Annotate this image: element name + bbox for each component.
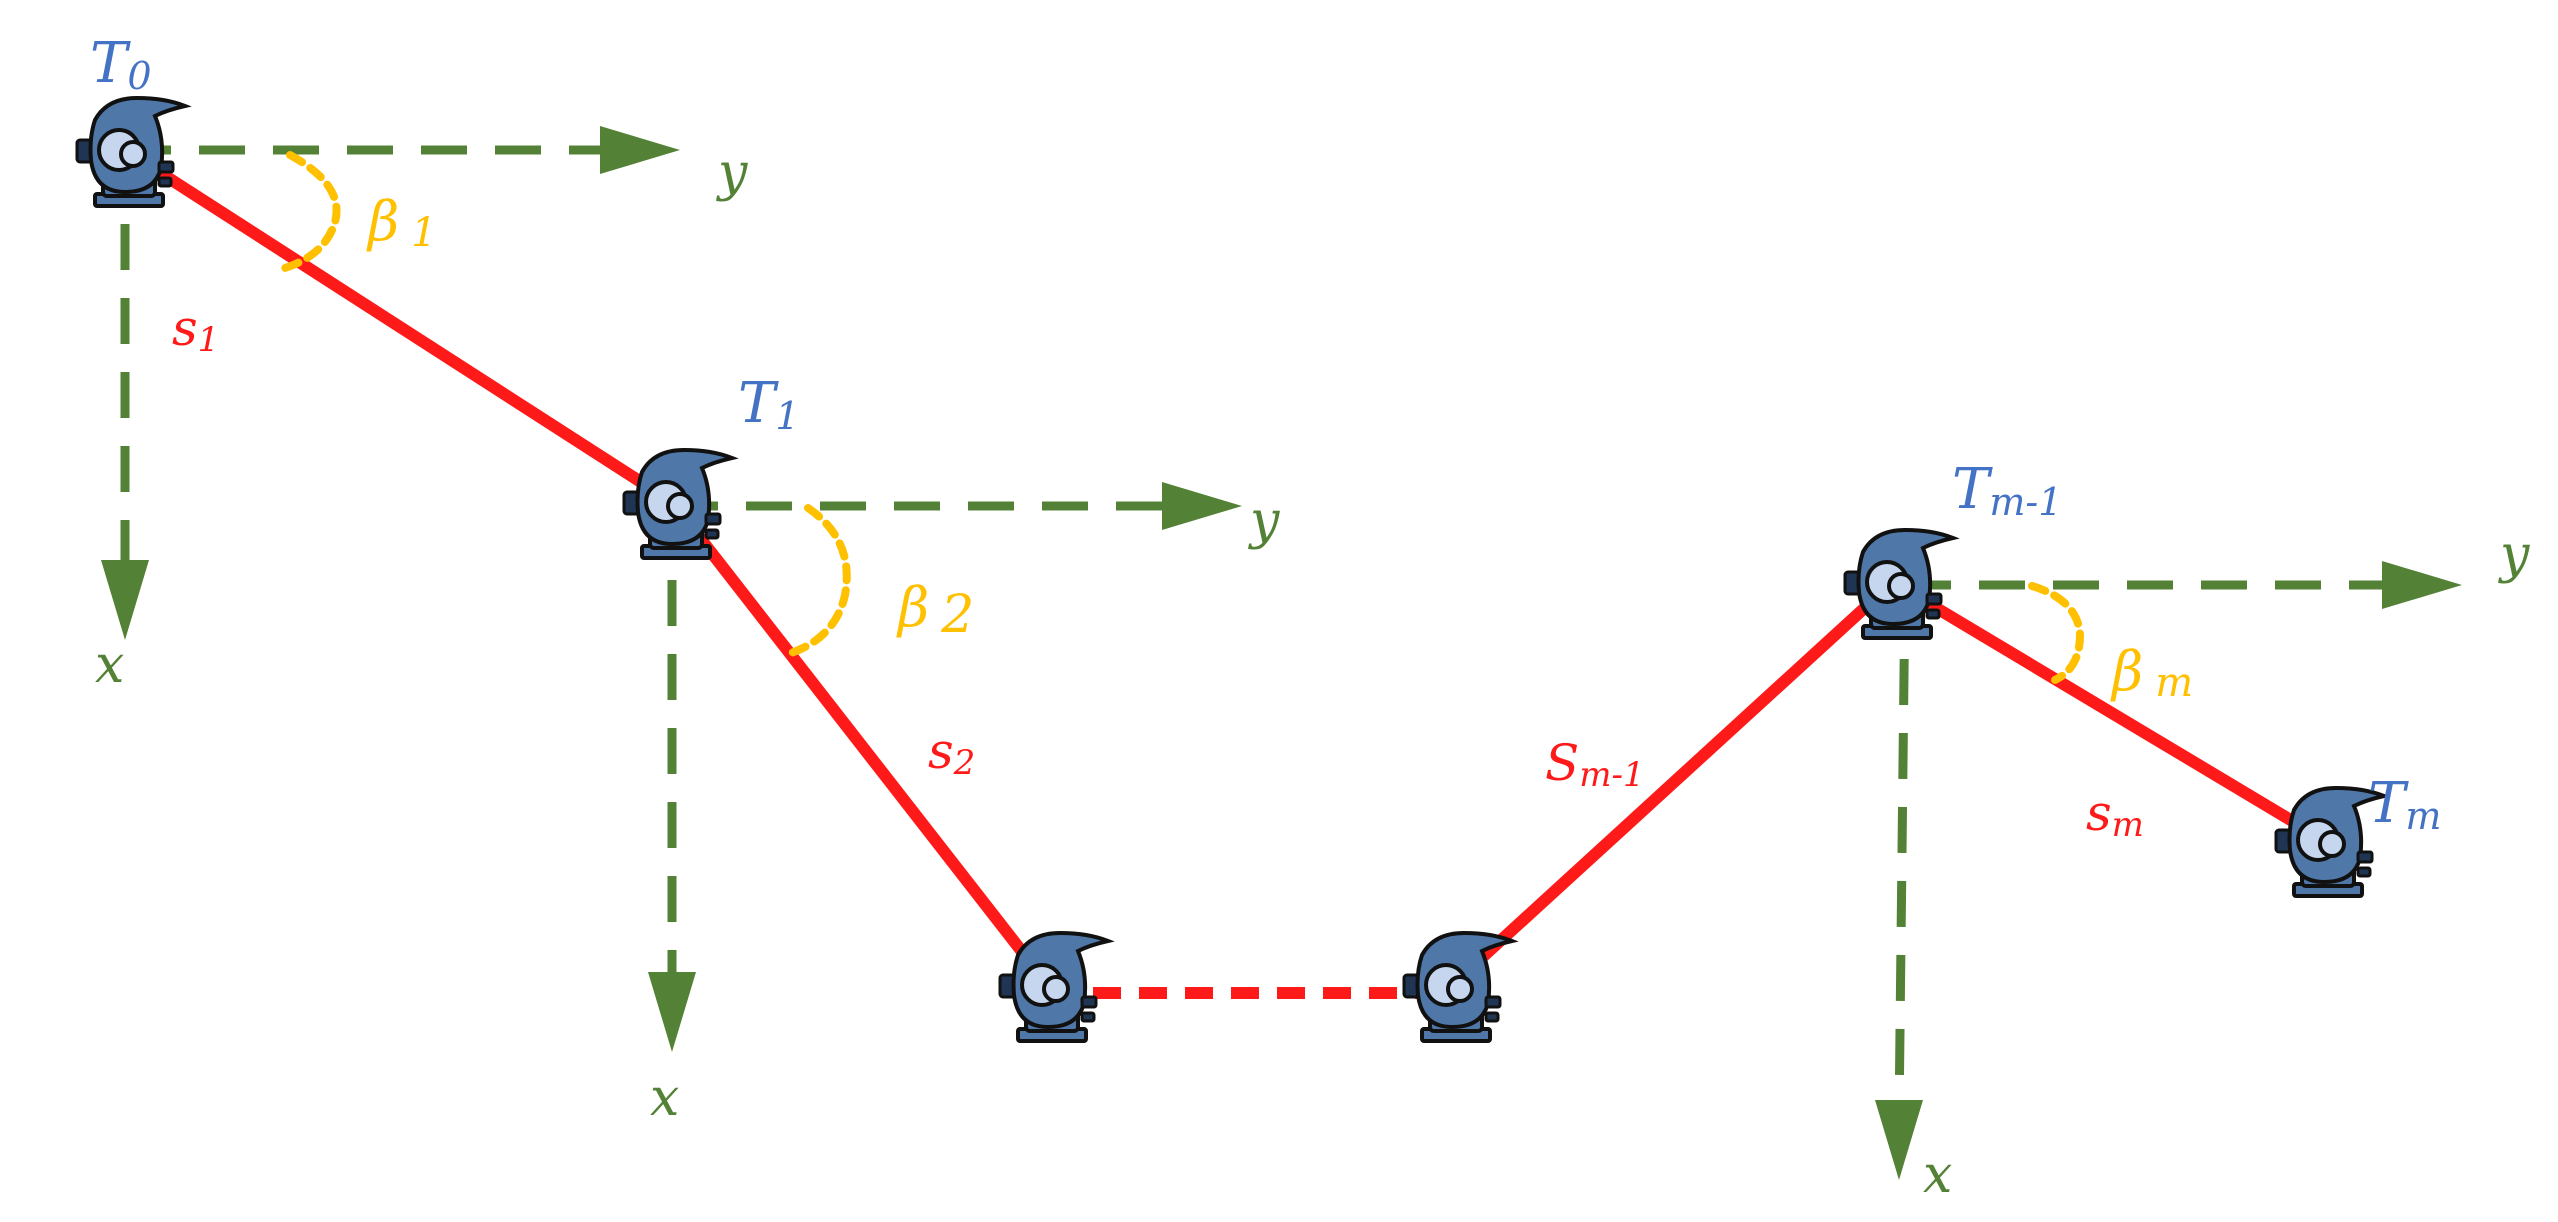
station-label: Tm (2368, 771, 2441, 838)
x-arrow-head-icon (101, 560, 149, 640)
segment-label: Sm-1 (1545, 734, 1645, 795)
traverse-segment (121, 144, 676, 508)
x-axis-line (1894, 584, 1910, 1121)
traverse-segment (667, 498, 1053, 989)
traverse-segment (1447, 577, 1898, 990)
y-axis-label: y (2498, 525, 2530, 585)
axis-pair-Tm1: yx (1875, 525, 2530, 1205)
y-axis-label: y (716, 143, 748, 203)
x-axis-label: x (650, 1068, 679, 1128)
y-arrow-head-icon (600, 126, 680, 174)
angle-arc (281, 151, 341, 272)
x-axis-label: x (1923, 1145, 1952, 1205)
segment-label: s1 (172, 299, 219, 360)
y-arrow-head-icon (2382, 561, 2462, 609)
y-arrow-head-icon (1162, 482, 1242, 530)
x-axis-label: x (95, 635, 124, 695)
x-arrow-head-icon (648, 972, 696, 1052)
station-label: Tm-1 (1952, 457, 2062, 524)
station-label: T0 (90, 31, 152, 98)
x-arrow-head-icon (1875, 1100, 1923, 1180)
segment-label: s2 (928, 722, 975, 783)
traverse-segment (1889, 576, 2328, 846)
segment-label: sm (2086, 784, 2144, 845)
angle-arc (2028, 582, 2085, 684)
angle-arc (781, 504, 851, 659)
station-label: T1 (738, 371, 800, 438)
axis-pair-T1: yx (648, 482, 1280, 1128)
y-axis-label: y (1248, 491, 1280, 551)
axis-pair-T0: yx (95, 126, 748, 695)
